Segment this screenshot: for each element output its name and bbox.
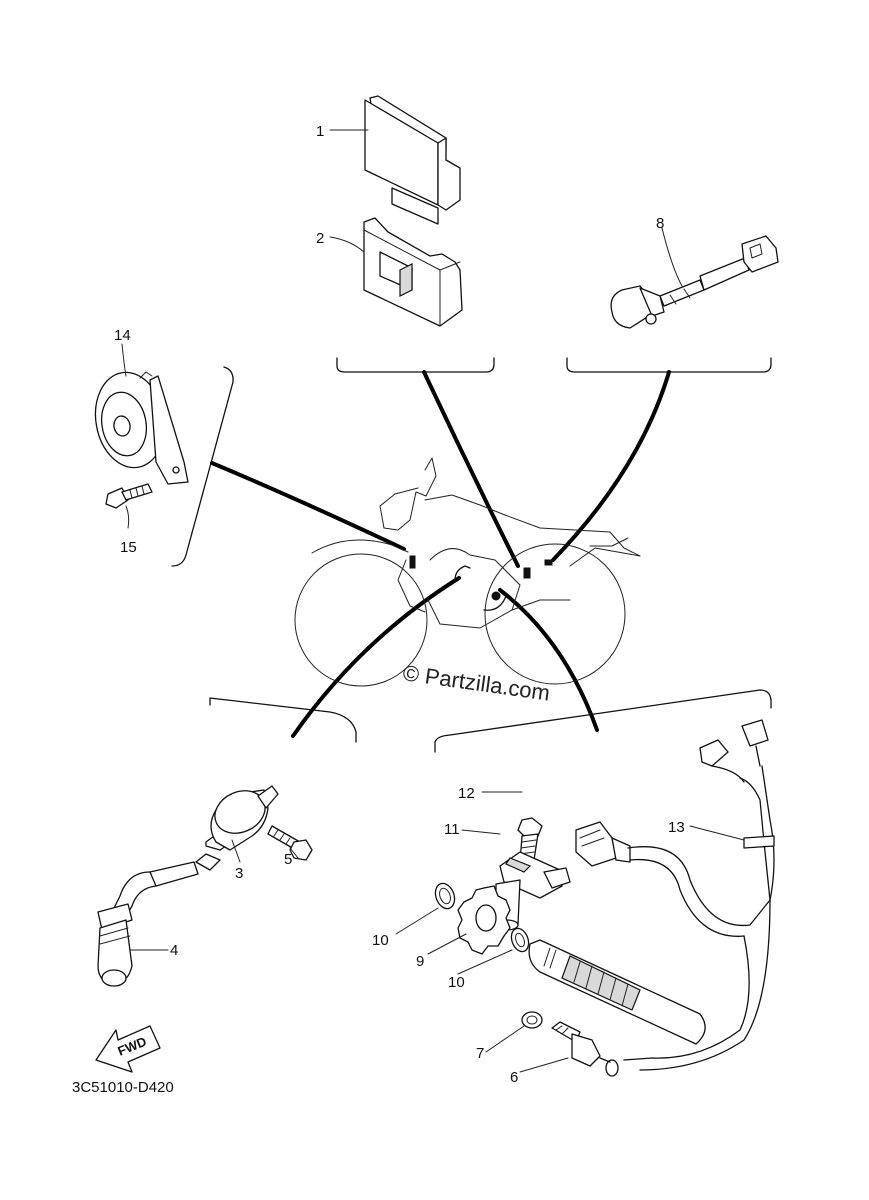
- bolt-icon: [517, 817, 543, 863]
- leader-harness: [498, 588, 599, 732]
- tank-seat: [424, 494, 641, 567]
- front-fender: [311, 539, 409, 554]
- sensor-rotor-icon: [457, 885, 511, 955]
- ecu-bracket-icon: [363, 217, 463, 327]
- callout-12: 12: [458, 785, 475, 802]
- callout-1: 1: [316, 123, 324, 140]
- sub-wire-harness-icon: [575, 719, 775, 1071]
- callout-labels: 1 2 3 4 5 6 7 8 9 10 10 11 12 13 14 15: [114, 123, 685, 1086]
- motorcycle-outline: [294, 457, 641, 687]
- callout-15: 15: [120, 539, 137, 556]
- leader-lines: [210, 370, 671, 738]
- rear-wheel: [484, 543, 626, 685]
- bracket-left: [171, 366, 234, 567]
- ecu-unit-icon: [364, 95, 461, 225]
- bracket-top-left: [336, 357, 495, 373]
- speed-sensor-icon: [495, 851, 571, 931]
- front-wheel: [294, 553, 428, 687]
- handlebar-fork: [383, 457, 437, 531]
- bracket-bottom-right: [434, 689, 772, 753]
- watermark: © Partzilla.com: [401, 660, 551, 705]
- ignition-coil-icon: [149, 785, 279, 887]
- callout-lines: [121, 129, 745, 1073]
- diagram-code: 3C51010-D420: [72, 1079, 174, 1096]
- bracket-top-right: [566, 357, 772, 373]
- rear-frame: [589, 537, 629, 547]
- callout-14: 14: [114, 327, 131, 344]
- swingarm: [511, 599, 571, 611]
- fork-leg: [397, 559, 426, 613]
- callout-3: 3: [235, 865, 243, 882]
- callout-11: 11: [444, 821, 460, 838]
- callout-6: 6: [510, 1069, 518, 1086]
- neutral-switch-icon: [551, 1021, 619, 1077]
- bracket-bottom-left: [209, 697, 357, 743]
- mark-harness: [491, 591, 501, 601]
- spark-plug-cap-icon: [97, 871, 157, 987]
- mark-coil: [454, 565, 471, 581]
- mark-horn: [409, 555, 416, 569]
- circlip-icon: [510, 927, 530, 953]
- engine-outline: [427, 548, 521, 629]
- fwd-arrow-icon: FWD: [95, 1025, 161, 1073]
- leader-horn: [210, 461, 406, 551]
- callout-7: 7: [476, 1045, 484, 1062]
- callout-10-lower: 10: [448, 974, 465, 991]
- callout-8: 8: [656, 215, 664, 232]
- headlight-shroud: [379, 487, 419, 529]
- callout-9: 9: [416, 953, 424, 970]
- leader-coil: [291, 576, 461, 738]
- callout-4: 4: [170, 942, 178, 959]
- circlip-icon: [434, 882, 456, 910]
- callout-5: 5: [284, 851, 292, 868]
- mark-ecu: [523, 567, 531, 579]
- callout-10-upper: 10: [372, 932, 389, 949]
- callout-2: 2: [316, 230, 324, 247]
- leader-sensor: [551, 370, 671, 562]
- callout-13: 13: [668, 819, 685, 836]
- output-shaft-icon: [528, 939, 706, 1045]
- lean-angle-sensor-icon: [610, 235, 779, 329]
- mark-sensor: [544, 559, 553, 566]
- panel-brackets: [171, 357, 772, 753]
- leader-ecu: [422, 370, 520, 568]
- bolt-icon: [105, 483, 153, 509]
- horn-icon: [94, 371, 189, 485]
- mark-harness-wire: [483, 595, 507, 611]
- gasket-icon: [521, 1011, 543, 1029]
